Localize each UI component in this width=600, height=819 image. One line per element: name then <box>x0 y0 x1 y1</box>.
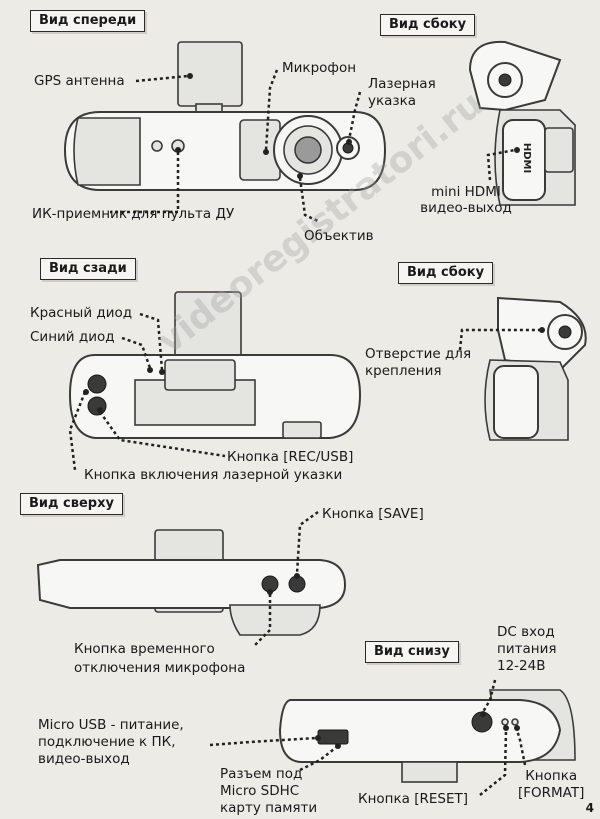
heading-front-view: Вид спереди <box>30 10 146 32</box>
label-format-line2: [FORMAT] <box>518 785 585 801</box>
side-view-1-device: HDMI <box>468 40 576 206</box>
label-format-line1: Кнопка <box>525 768 578 784</box>
label-microphone: Микрофон <box>282 60 357 76</box>
side-view-2-device <box>484 296 587 441</box>
heading-side-view-2: Вид сбоку <box>398 262 494 284</box>
label-reset-button: Кнопка [RESET] <box>358 791 469 807</box>
front-view-device <box>63 41 387 191</box>
label-red-led: Красный диод <box>30 305 133 321</box>
label-usb-line3: видео-выход <box>38 751 130 767</box>
label-dc-line1: DC вход <box>497 624 555 640</box>
label-mute-button: Кнопка временного отключения микрофона <box>74 640 245 678</box>
label-dc-line3: 12-24В <box>497 658 546 674</box>
back-view-device <box>68 291 362 439</box>
top-view-device <box>36 529 347 636</box>
label-usb-line2: подключение к ПК, <box>38 734 176 750</box>
label-rec-usb-button: Кнопка [REC/USB] <box>227 449 354 465</box>
label-mini-hdmi-line1: mini HDMI <box>431 184 501 200</box>
label-ir-receiver: ИК-приемник для пульта ДУ <box>32 206 235 222</box>
label-usb-line1: Micro USB - питание, <box>38 717 184 733</box>
label-mount-hole-line2: крепления <box>365 363 442 379</box>
heading-top-view: Вид сверху <box>20 493 123 515</box>
label-dc-line2: питания <box>497 641 557 657</box>
page-number: 4 <box>585 801 594 815</box>
label-format-button: Кнопка [FORMAT] <box>518 768 584 802</box>
label-dc-input: DC вход питания 12-24В <box>497 624 556 675</box>
label-mute-line2: отключения микрофона <box>74 660 246 676</box>
label-laser-pointer: Лазерная указка <box>368 76 436 109</box>
label-mount-hole: Отверстие для крепления <box>365 346 471 380</box>
label-laser-button: Кнопка включения лазерной указки <box>84 467 343 483</box>
label-blue-led: Синий диод <box>30 329 115 345</box>
label-mini-hdmi-line2: видео-выход <box>420 200 512 216</box>
heading-back-view: Вид сзади <box>40 258 136 280</box>
bottom-view-device <box>278 689 576 783</box>
label-sd-line2: Micro SDHC <box>220 783 300 799</box>
label-mute-line1: Кнопка временного <box>74 641 215 657</box>
label-gps-antenna: GPS антенна <box>34 73 125 89</box>
label-sd-line3: карту памяти <box>220 800 318 816</box>
label-sd-line1: Разъем под <box>220 766 303 782</box>
label-save-button: Кнопка [SAVE] <box>322 506 424 522</box>
label-mount-hole-line1: Отверстие для <box>365 346 472 362</box>
label-micro-usb: Micro USB - питание, подключение к ПК, в… <box>38 717 184 768</box>
label-sd-slot: Разъем под Micro SDHC карту памяти <box>220 766 317 817</box>
label-mini-hdmi: mini HDMI видео-выход <box>412 184 520 216</box>
heading-side-view-1: Вид сбоку <box>380 14 476 36</box>
hdmi-logo: HDMI <box>521 143 532 173</box>
label-lens: Объектив <box>304 228 374 244</box>
heading-bottom-view: Вид снизу <box>365 641 459 663</box>
